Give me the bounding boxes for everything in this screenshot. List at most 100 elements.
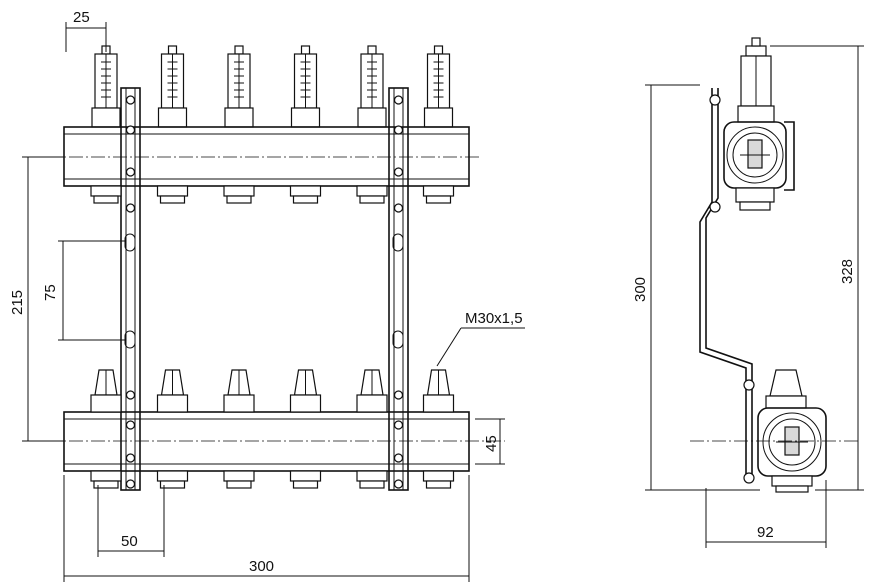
outlet-tail [93,480,119,489]
side-lower-section [757,407,827,493]
lower-outlet-2 [156,470,189,489]
dim-outlet-spacing: 50 [121,533,138,550]
upper-outlet-4 [289,185,322,204]
valve-cap-2 [156,369,189,413]
bracket-screws [125,95,404,489]
upper-outlet-3 [223,185,255,204]
dim-outlet-width: 25 [73,9,90,26]
outlet-nut [356,470,388,482]
lower-outlet-3 [223,470,255,489]
bracket-screw [393,390,404,400]
flowmeter-4 [290,45,321,128]
bracket-screw [393,479,404,489]
flowmeter-3 [224,45,254,128]
outlet-tail [159,480,186,489]
valve-cap-3 [223,369,255,413]
valve-cap-4 [289,369,322,413]
bracket-screw [125,420,136,430]
outlet-tail [425,480,452,489]
dim-mount-hole-spacing: 75 [42,284,59,301]
bracket-screw [393,95,404,105]
left-bracket [120,87,141,491]
outlet-nut [422,470,455,482]
side-upper-flowmeter [737,37,775,123]
outlet-tail [292,480,319,489]
flowmeter-tip [167,45,178,55]
lower-valve-caps [90,369,455,413]
outlet-tail [359,195,385,204]
flowmeter-1 [91,45,121,128]
flowmeter-base [357,107,387,128]
valve-nut [223,394,255,413]
side-view [690,37,858,493]
outlet-nut [156,185,189,197]
side-dimensions: 300 328 92 [632,45,864,548]
bracket-screw [393,125,404,135]
valve-nut [289,394,322,413]
outlet-nut [90,470,122,482]
lower-outlet-6 [422,470,455,489]
valve-cap-5 [356,369,388,413]
upper-outlet-1 [90,185,122,204]
bracket-screw [125,203,136,213]
outlet-tail [359,480,385,489]
outlet-fittings [90,185,455,489]
dim-side-height: 300 [632,277,649,302]
dim-total-width: 300 [249,558,274,575]
lower-outlet-4 [289,470,322,489]
outlet-nut [223,185,255,197]
dim-side-total-height: 328 [839,259,856,284]
outlet-nut [156,470,189,482]
dim-bar-height: 45 [483,435,500,452]
dim-thread-label: M30x1,5 [465,310,523,327]
flowmeter-5 [357,45,387,128]
outlet-nut [356,185,388,197]
upper-flowmeters [91,45,454,128]
outlet-nut [422,185,455,197]
front-view [25,45,505,491]
flowmeter-tip [300,45,311,55]
flowmeter-base [157,107,188,128]
side-lower-valve [765,369,807,409]
flowmeter-2 [157,45,188,128]
flowmeter-6 [423,45,454,128]
flowmeter-base [224,107,254,128]
outlet-tail [159,195,186,204]
dim-side-depth: 92 [757,524,774,541]
upper-outlet-6 [422,185,455,204]
outlet-tail [425,195,452,204]
outlet-tail [93,195,119,204]
bracket-screw [125,95,136,105]
valve-cap-1 [90,369,122,413]
valve-nut [156,394,189,413]
bracket-screw [393,420,404,430]
bracket-screw [393,167,404,177]
bracket-screw [393,453,404,463]
valve-cap-6 [422,369,455,413]
side-upper-section [723,121,795,211]
valve-nut [90,394,122,413]
flowmeter-base [290,107,321,128]
outlet-nut [90,185,122,197]
flowmeter-base [423,107,454,128]
outlet-nut [223,470,255,482]
bracket-screw [393,203,404,213]
bracket-slots [124,233,404,349]
outlet-nut [289,470,322,482]
upper-outlet-2 [156,185,189,204]
front-dimensions: 25 215 75 45 50 300 M30x1,5 [9,9,525,582]
outlet-tail [292,195,319,204]
outlet-tail [226,195,252,204]
flowmeter-base [91,107,121,128]
outlet-nut [289,185,322,197]
valve-nut [422,394,455,413]
bracket-screw [125,479,136,489]
lower-outlet-1 [90,470,122,489]
flowmeter-tip [234,45,244,55]
right-bracket [388,87,409,491]
bracket-screw [125,453,136,463]
flowmeter-tip [367,45,377,55]
dim-height-overall: 215 [9,290,26,315]
valve-nut [356,394,388,413]
